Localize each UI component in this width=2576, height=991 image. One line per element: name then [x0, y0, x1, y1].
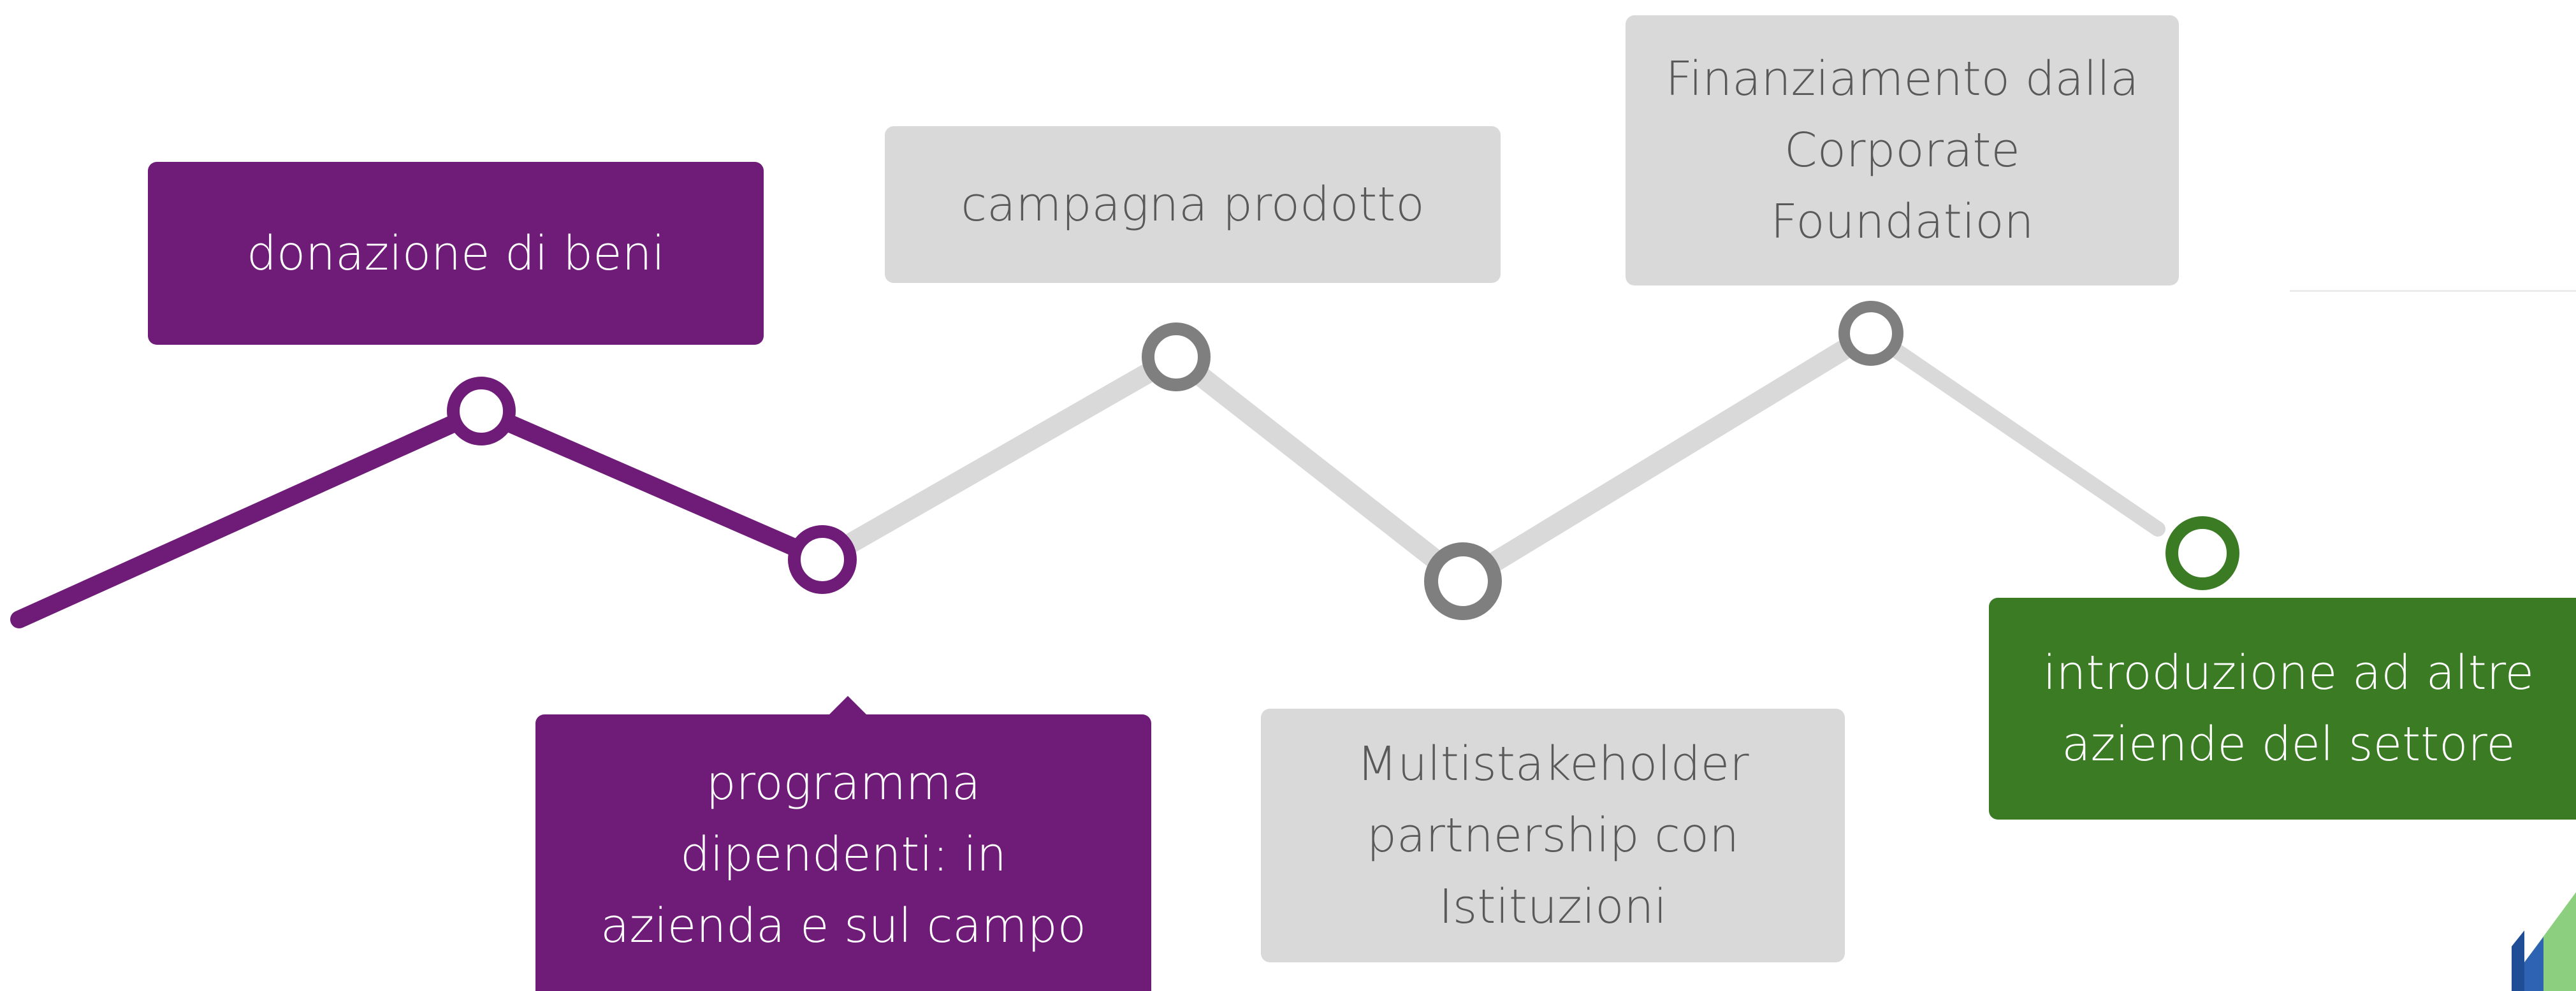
- path-segment-4: [1166, 347, 1473, 591]
- step-box-6: introduzione ad altre aziende del settor…: [1989, 598, 2576, 820]
- node-3: [1142, 322, 1211, 391]
- corner-logo-icon: [2512, 892, 2576, 991]
- step-label-6: introduzione ad altre aziende del settor…: [2042, 646, 2535, 772]
- step-label-4: Multistakeholder partnership con Istituz…: [1357, 737, 1749, 934]
- step-label-3: campagna prodotto: [961, 177, 1425, 232]
- step-label-1: donazione di beni: [246, 226, 666, 281]
- path-segment-2: [472, 402, 831, 568]
- divider-line: [2290, 290, 2576, 292]
- node-2: [788, 525, 857, 594]
- step-label-2: programma dipendenti: in azienda e sul c…: [600, 756, 1086, 953]
- step-box-5: Finanziamento dalla Corporate Foundation: [1626, 15, 2179, 286]
- step-label-5: Finanziamento dalla Corporate Foundation: [1665, 52, 2139, 249]
- path-segment-3: [812, 347, 1186, 570]
- step-box-4: Multistakeholder partnership con Istituz…: [1261, 709, 1845, 962]
- step-box-3: campagna prodotto: [885, 126, 1501, 283]
- step-box-1: donazione di beni: [148, 162, 764, 345]
- path-segment-5: [1453, 323, 1881, 591]
- path-segment-6: [1863, 326, 2165, 537]
- step-box-2-pointer: [829, 696, 867, 715]
- path-segment-start: [10, 402, 490, 628]
- node-6: [2165, 516, 2239, 590]
- node-1: [447, 377, 516, 445]
- node-4: [1424, 542, 1502, 620]
- step-box-2: programma dipendenti: in azienda e sul c…: [535, 714, 1151, 991]
- node-5: [1838, 301, 1903, 366]
